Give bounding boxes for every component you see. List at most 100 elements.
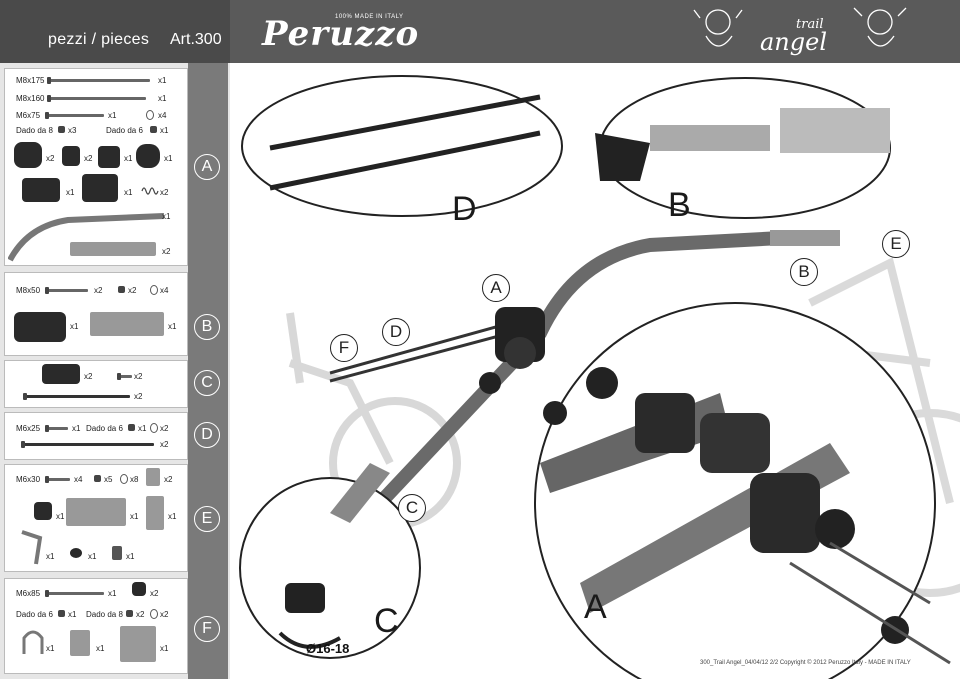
part-label: M8x160 <box>16 94 45 103</box>
part-qty: x4 <box>74 475 83 484</box>
parts-title: pezzi / pieces <box>48 31 150 48</box>
nut-icon <box>118 286 125 293</box>
nut-icon <box>94 475 101 482</box>
part-label: Dado da 6 <box>16 610 53 619</box>
callout-b: B <box>790 258 818 286</box>
bar-end <box>330 463 390 523</box>
part-qty: x2 <box>134 372 143 381</box>
assembly-diagram <box>239 75 960 679</box>
part-qty: x4 <box>160 286 169 295</box>
callout-f: F <box>330 334 358 362</box>
detail-c-bubble <box>239 477 421 659</box>
part-qty: x2 <box>128 286 137 295</box>
callout-a: A <box>482 274 510 302</box>
panel-c <box>4 360 188 408</box>
copyright-footer: 300_Trail Angel_04/04/12 2/2 Copyright ©… <box>700 660 911 666</box>
tube-end <box>650 125 770 151</box>
part-qty: x1 <box>46 644 55 653</box>
knob-small <box>543 401 567 425</box>
bolt-icon <box>45 287 88 294</box>
knob-upper <box>586 367 618 399</box>
bolt-icon <box>47 77 150 84</box>
screw-icon <box>117 373 132 380</box>
washer-icon <box>146 110 154 120</box>
angel-mascot-left-icon <box>693 9 743 47</box>
section-f-marker: F <box>188 614 226 644</box>
part-qty: x1 <box>158 94 167 103</box>
clamp-icon <box>98 146 120 168</box>
part-qty: x1 <box>66 188 75 197</box>
brand-angel: angel <box>760 28 828 56</box>
label-b-large: B <box>668 186 691 224</box>
part-qty: x1 <box>108 111 117 120</box>
callout-c: C <box>398 494 426 522</box>
part-qty: x1 <box>56 512 65 521</box>
part-qty: x1 <box>108 589 117 598</box>
part-qty: x1 <box>160 126 169 135</box>
label-d-large: D <box>452 190 477 228</box>
label-c-large: C <box>374 602 399 640</box>
hinge-clamp-icon <box>90 312 164 336</box>
part-label: M8x50 <box>16 286 41 295</box>
tube-diameter: Ø16-18 <box>306 641 350 656</box>
knob-lower <box>815 509 855 549</box>
spring-icon <box>141 187 159 195</box>
part-qty: x2 <box>162 247 171 256</box>
part-qty: x2 <box>84 154 93 163</box>
part-qty: x2 <box>150 589 159 598</box>
washer-icon <box>150 285 158 295</box>
article-number: Art.300 <box>170 31 222 48</box>
bolt-icon <box>45 425 68 432</box>
part-qty: x2 <box>160 188 169 197</box>
bolt-icon <box>45 112 104 119</box>
part-qty: x2 <box>46 154 55 163</box>
bushing-icon <box>112 546 122 560</box>
clamp-assembly <box>780 108 890 153</box>
clamp-block <box>635 393 695 453</box>
part-qty: x1 <box>96 644 105 653</box>
hinge-clamp <box>770 230 840 246</box>
child-bike-silhouette <box>286 312 461 529</box>
seatpost-clamp-icon <box>120 626 156 662</box>
shim-icon <box>146 468 160 486</box>
foam-grip-icon <box>14 312 66 342</box>
part-qty: x1 <box>126 552 135 561</box>
part-label: M6x75 <box>16 111 41 120</box>
nut-icon <box>58 126 65 133</box>
foam-grip <box>595 133 650 181</box>
nut-icon <box>126 610 133 617</box>
bolt-icon <box>47 95 146 102</box>
cross-bar-icon <box>21 441 154 448</box>
nut-icon <box>58 610 65 617</box>
bracket-icon <box>22 178 60 202</box>
panel-d <box>4 412 188 460</box>
pivot-knob-small <box>479 372 501 394</box>
label-a-large: A <box>584 588 607 626</box>
knob-small-icon <box>132 582 146 596</box>
pivot-knob <box>504 337 536 369</box>
part-qty: x1 <box>168 512 177 521</box>
washer-icon <box>150 423 158 433</box>
knob-icon <box>14 142 42 168</box>
peruzzo-logo: Peruzzo <box>262 14 420 54</box>
bent-tube-icon <box>8 213 165 262</box>
part-qty: x1 <box>72 424 81 433</box>
washer-icon <box>120 474 128 484</box>
part-qty: x2 <box>164 475 173 484</box>
part-qty: x2 <box>134 392 143 401</box>
part-qty: x1 <box>70 322 79 331</box>
end-cap-icon <box>42 364 80 384</box>
section-d-marker: D <box>188 420 226 450</box>
section-a-marker: A <box>188 152 226 182</box>
u-bolt-icon <box>22 630 44 654</box>
angel-mascot-right-icon <box>853 7 907 47</box>
knob-small-icon <box>62 146 80 166</box>
hitch-cap <box>285 583 325 613</box>
part-label: M6x30 <box>16 475 41 484</box>
rotation-arrow <box>278 631 341 649</box>
part-label: M8x175 <box>16 76 45 85</box>
quick-release-lever-icon <box>21 530 43 565</box>
straight-tube-icon <box>70 242 156 256</box>
part-label: M6x25 <box>16 424 41 433</box>
detail-d-bubble <box>241 75 563 217</box>
